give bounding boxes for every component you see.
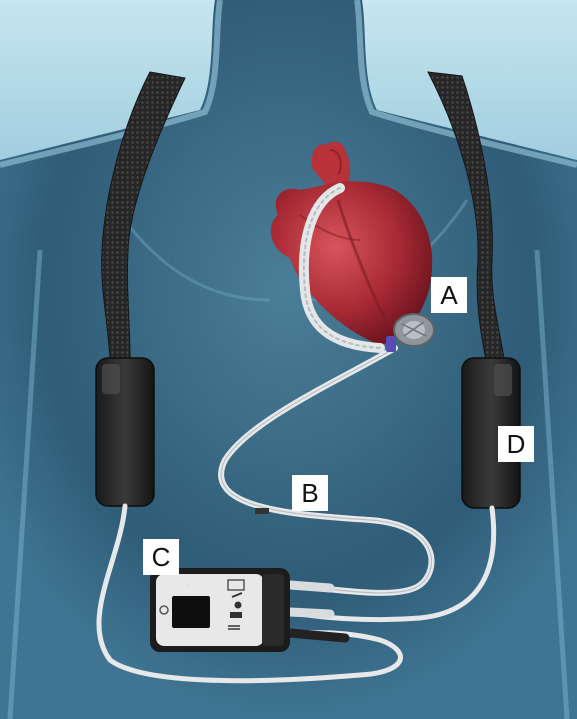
label-pump: A — [431, 277, 467, 313]
label-driveline: B — [292, 475, 328, 511]
driveline-connector — [255, 508, 269, 514]
controller-display — [172, 596, 210, 628]
system-controller: · — [150, 568, 290, 652]
battery-icon — [230, 612, 242, 618]
label-battery: D — [498, 426, 534, 462]
power-icon — [235, 602, 242, 609]
label-controller: C — [143, 539, 179, 575]
cable-sleeve-top — [290, 585, 330, 588]
battery-right-highlight — [494, 364, 512, 396]
cable-sleeve-bottom — [290, 633, 345, 638]
battery-left-highlight — [102, 364, 120, 394]
cable-sleeve-middle — [290, 612, 330, 614]
